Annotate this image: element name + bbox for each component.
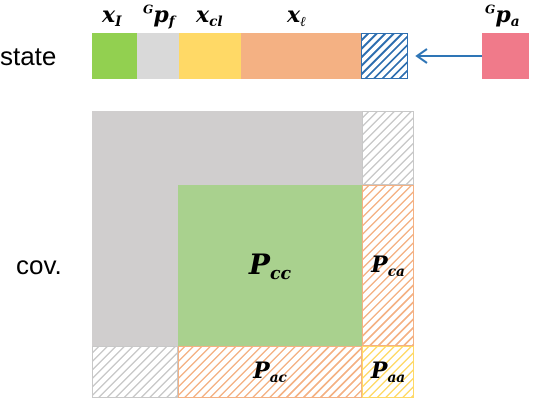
header-xl: xℓ [287, 2, 306, 30]
state-block-Gpf [137, 33, 179, 79]
header-xcl: xcl [196, 2, 223, 30]
cov-block-Pcc: Pcc [178, 185, 362, 346]
Paa-label: Paa [370, 358, 406, 386]
state-block-new-slot [361, 33, 408, 79]
state-block-Gpa [482, 33, 529, 79]
header-Gpf: Gpf [143, 2, 175, 30]
state-block-xI [92, 33, 137, 79]
state-label: state [0, 41, 57, 71]
state-block-xl [241, 33, 361, 79]
cov-block-top-right-hatch [362, 111, 414, 185]
Pca-label: Pca [371, 251, 405, 280]
Pcc-label: Pcc [248, 247, 292, 284]
cov-block-Pac: Pac [178, 346, 362, 398]
header-Gpa: Gpa [485, 2, 520, 30]
cov-block-Paa: Paa [362, 346, 414, 398]
cov-block-bottom-left-hatch [92, 346, 178, 398]
header-xI: xI [102, 2, 122, 30]
Pac-label: Pac [253, 358, 287, 386]
state-block-xcl [179, 33, 241, 79]
cov-label: cov. [16, 250, 62, 280]
cov-block-Pca: Pca [362, 185, 414, 346]
insert-arrow [415, 48, 482, 64]
